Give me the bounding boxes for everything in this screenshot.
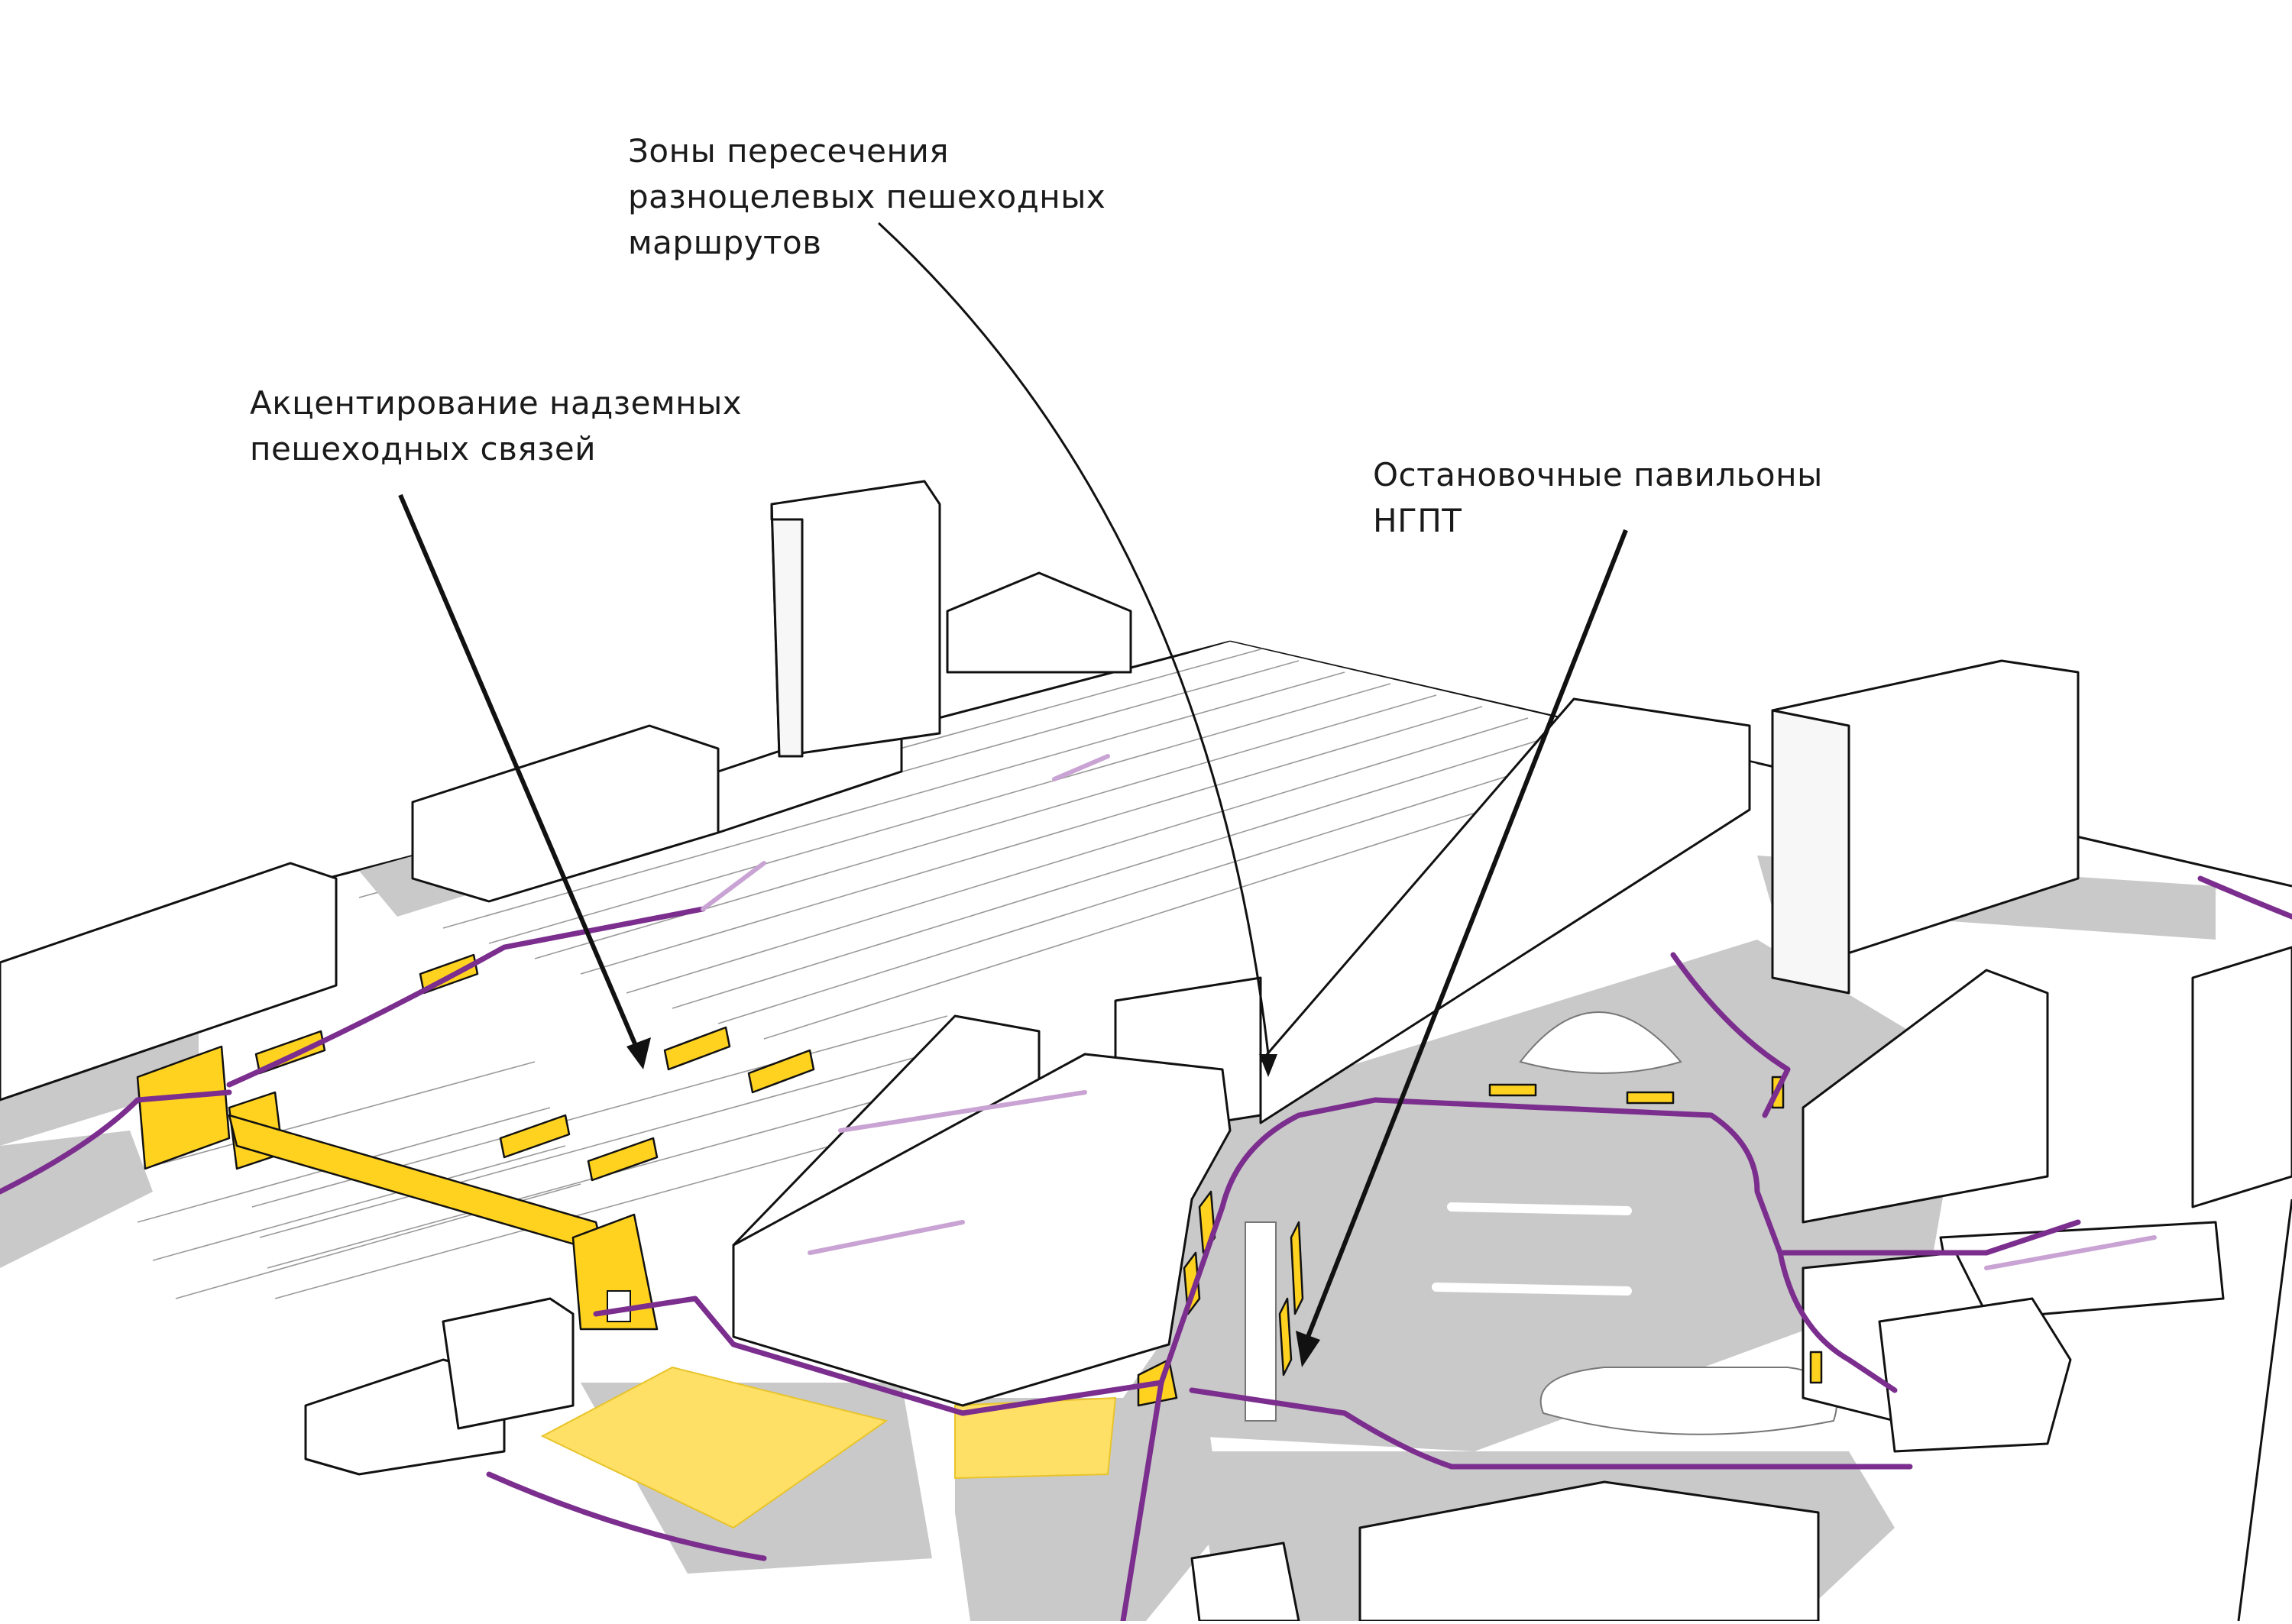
label-overground-links: Акцентирование надземных пешеходных связ… [250, 380, 742, 472]
label-line: пешеходных связей [250, 430, 597, 467]
intersections-arrowhead [1259, 1054, 1277, 1077]
label-line: маршрутов [628, 224, 822, 261]
buildings [0, 480, 2292, 1622]
overground-pointer [398, 493, 641, 1054]
label-line: НГПТ [1373, 502, 1462, 539]
intersections-pointer [877, 222, 1270, 1055]
overground-arrowhead [626, 1037, 651, 1069]
overground-pedestrian-link [136, 1045, 1178, 1407]
pavilions-arrowhead [1296, 1331, 1320, 1367]
pavilions-pointer [1306, 529, 1628, 1338]
label-line: Акцентирование надземных [250, 384, 743, 422]
label-intersection-zones: Зоны пересечения разноцелевых пешеходных… [628, 128, 1106, 266]
square-islands [1245, 1011, 1837, 1435]
parking-lots [540, 1366, 1117, 1529]
callout-pointers [398, 222, 1628, 1367]
pedestrian-routes [0, 754, 2292, 1624]
label-line: разноцелевых пешеходных [628, 178, 1106, 215]
train-cars [254, 953, 815, 1182]
label-transit-pavilions: Остановочные павильоны НГПТ [1373, 452, 1823, 544]
label-line: Остановочные павильоны [1373, 456, 1823, 493]
label-line: Зоны пересечения [628, 132, 950, 170]
